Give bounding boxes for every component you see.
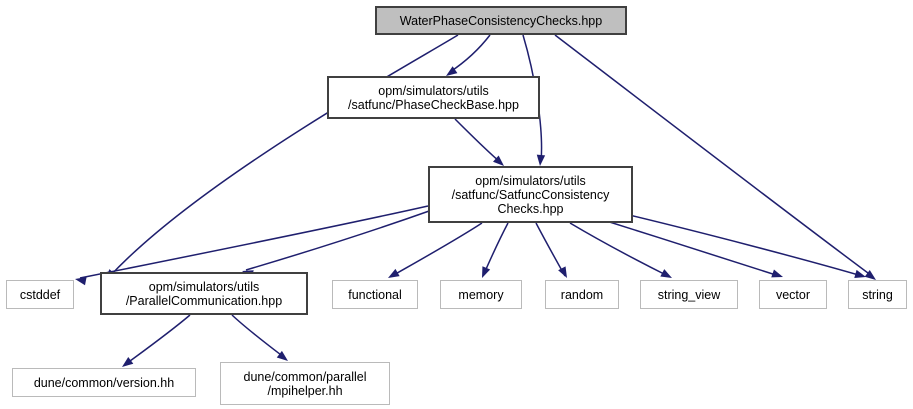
graph-node-label: vector <box>775 287 811 302</box>
graph-node-string[interactable]: string <box>848 280 907 309</box>
graph-edge-arrowhead <box>660 269 672 278</box>
graph-node-label: dune/common/version.hh <box>33 375 175 390</box>
graph-node-phasecheckbase[interactable]: opm/simulators/utils /satfunc/PhaseCheck… <box>327 76 540 119</box>
graph-node-label: opm/simulators/utils /satfunc/SatfuncCon… <box>451 173 610 216</box>
graph-edge-arrowhead <box>854 269 866 279</box>
graph-edge-arrowhead <box>276 350 288 361</box>
graph-node-string_view[interactable]: string_view <box>640 280 738 309</box>
graph-edge <box>245 209 433 271</box>
graph-edge <box>79 205 429 279</box>
graph-node-label: WaterPhaseConsistencyChecks.hpp <box>399 13 603 28</box>
graph-node-cstddef[interactable]: cstddef <box>6 280 74 309</box>
graph-edge <box>554 34 873 277</box>
graph-node-memory[interactable]: memory <box>440 280 522 309</box>
graph-edge <box>391 222 483 277</box>
graph-edge-arrowhead <box>536 154 546 166</box>
graph-edge-arrowhead <box>864 270 876 280</box>
graph-edge-arrowhead <box>122 357 134 367</box>
graph-node-root[interactable]: WaterPhaseConsistencyChecks.hpp <box>375 6 627 35</box>
graph-node-label: functional <box>348 287 402 302</box>
graph-edge <box>535 222 566 277</box>
graph-node-dunempihelper[interactable]: dune/common/parallel /mpihelper.hh <box>220 362 390 405</box>
graph-node-parallelcommunication[interactable]: opm/simulators/utils /ParallelCommunicat… <box>100 272 308 315</box>
graph-edge <box>599 218 780 277</box>
graph-edge-arrowhead <box>446 66 458 76</box>
graph-node-label: string <box>862 287 893 302</box>
graph-edge-arrowhead <box>493 155 504 166</box>
graph-edge <box>109 34 459 277</box>
graph-edge <box>231 314 286 359</box>
graph-node-satfuncconsistencychecks[interactable]: opm/simulators/utils /satfunc/SatfuncCon… <box>428 166 633 223</box>
graph-edge-arrowhead <box>558 266 567 278</box>
graph-node-random[interactable]: random <box>545 280 619 309</box>
graph-edge-arrowhead <box>771 269 783 278</box>
graph-node-functional[interactable]: functional <box>332 280 418 309</box>
graph-node-vector[interactable]: vector <box>759 280 827 309</box>
graph-node-label: opm/simulators/utils /ParallelCommunicat… <box>125 279 283 308</box>
graph-node-label: random <box>560 287 604 302</box>
graph-edge-arrowhead <box>75 276 87 286</box>
graph-node-label: string_view <box>657 287 721 302</box>
graph-edge <box>125 314 191 365</box>
graph-edge <box>624 213 863 277</box>
graph-node-duneversion[interactable]: dune/common/version.hh <box>12 368 196 397</box>
graph-node-label: opm/simulators/utils /satfunc/PhaseCheck… <box>348 83 519 112</box>
graph-edge-arrowhead <box>482 266 491 278</box>
graph-node-label: cstddef <box>19 287 61 302</box>
graph-node-label: memory <box>458 287 504 302</box>
graph-edge <box>569 222 669 277</box>
graph-node-label: dune/common/parallel /mpihelper.hh <box>243 369 367 398</box>
graph-edge <box>449 34 491 73</box>
graph-edge <box>482 222 509 277</box>
graph-edge-arrowhead <box>388 268 400 278</box>
graph-edge <box>454 118 501 163</box>
